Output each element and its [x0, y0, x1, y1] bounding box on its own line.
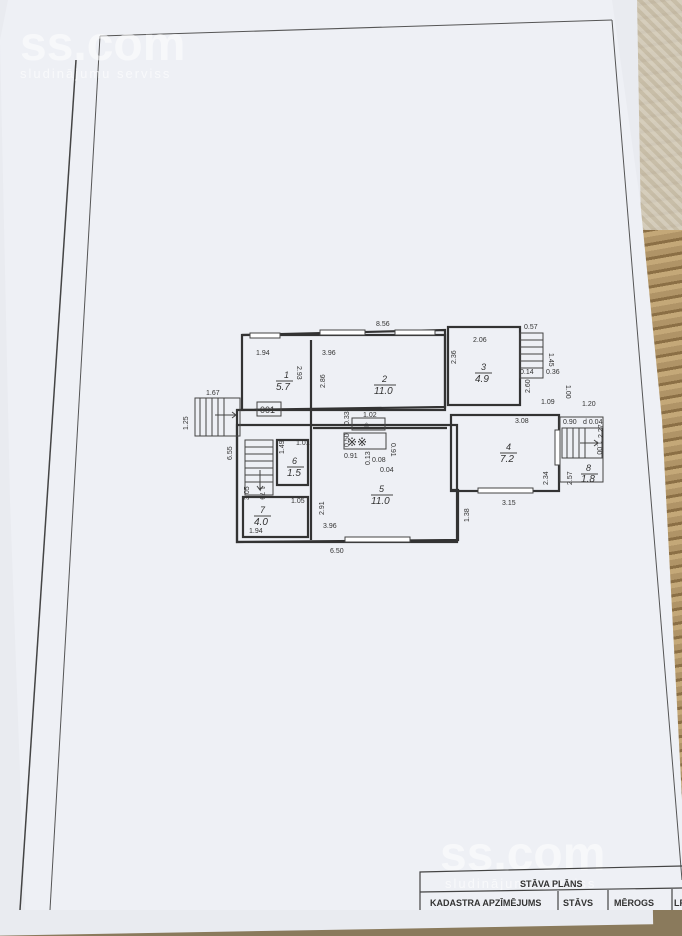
dim-32: 0.13: [365, 451, 372, 465]
room-5-number: 5: [379, 484, 385, 494]
dim-39: 2.91: [319, 501, 326, 515]
title-block-col4: LP: [674, 898, 682, 908]
room-5-area: 11.0: [371, 496, 390, 507]
dim-6: 2.36: [451, 350, 458, 364]
dim-16: d 0.04: [583, 419, 603, 426]
frame-top: [99, 19, 613, 37]
svg-text:⌂: ⌂: [364, 420, 369, 429]
dim-41: 3.96: [323, 523, 337, 530]
title-block-title: STĀVA PLĀNS: [520, 879, 583, 889]
dim-25: 6.55: [227, 446, 234, 460]
room-3-number: 3: [481, 362, 486, 372]
dim-7: 0.57: [524, 324, 538, 331]
svg-text:※※: ※※: [347, 435, 367, 449]
margin-line-outer: [19, 59, 77, 910]
dimension-labels: 8.56 1.94 2.93 3.96 2.86 2.06 2.36 0.57 …: [183, 321, 605, 555]
room-2-area: 11.0: [374, 386, 393, 397]
title-block-col1: KADASTRA APZĪMĒJUMS: [430, 898, 541, 908]
dim-43: 6.50: [330, 548, 344, 555]
room-4-area: 7.2: [500, 454, 514, 465]
title-block-col3: MĒROGS: [614, 898, 654, 908]
margin-line-inner: [49, 35, 101, 910]
window-6: [554, 429, 561, 466]
dim-22: 3.15: [502, 500, 516, 507]
dim-24: 1.25: [183, 416, 190, 430]
dim-36: 3.05: [244, 486, 251, 500]
dim-23: 1.67: [206, 390, 220, 397]
watermark-logo: ss.com: [20, 18, 185, 71]
window-5: [477, 487, 534, 494]
dim-34: 0.91: [389, 443, 396, 457]
room-7-area: 4.0: [254, 517, 268, 528]
window-4: [344, 536, 411, 543]
dim-3: 3.96: [322, 350, 336, 357]
window-2: [319, 329, 366, 336]
dim-35: 0.04: [380, 467, 394, 474]
dim-18: 3.08: [515, 418, 529, 425]
floor-plan: ※※ ⌂ 001 1 5.7 2 11.0 3 4.9 4 7.2 5 11.0…: [183, 321, 605, 555]
room-4-number: 4: [506, 442, 511, 452]
dim-10: 0.14: [520, 369, 534, 376]
dim-21: 2.57: [567, 471, 574, 485]
dim-14: 1.20: [582, 401, 596, 408]
dim-8: 1.45: [547, 353, 554, 367]
watermark-tagline: sludinājumu serviss: [20, 66, 171, 81]
room-3-area: 4.9: [475, 374, 489, 385]
dim-9: 0.36: [546, 369, 560, 376]
stove-icon: ※※ ⌂: [343, 417, 387, 450]
dim-2: 2.93: [295, 366, 302, 380]
dim-40: 1.94: [249, 528, 263, 535]
dim-17: 2.27: [598, 424, 605, 438]
room-7-walls: [241, 495, 310, 539]
dim-26: 1.49: [279, 440, 286, 454]
floor-plan-sheet: ss.com sludinājumu serviss: [0, 0, 682, 910]
dim-30: 0.50: [344, 433, 351, 447]
dim-13: 1.09: [541, 399, 555, 406]
title-block: STĀVA PLĀNS KADASTRA APZĪMĒJUMS STĀVS MĒ…: [419, 865, 682, 910]
room-1-area: 5.7: [276, 382, 290, 393]
dim-27: 1.01: [296, 440, 310, 447]
room-8-area: 1.8: [581, 474, 595, 485]
dim-20: 2.34: [543, 471, 550, 485]
window-1: [249, 332, 281, 339]
stairs-top-right: [519, 332, 544, 379]
stairs-left: [194, 397, 241, 437]
room-8-number: 8: [586, 463, 591, 473]
dim-29: 1.02: [363, 412, 377, 419]
frame-right: [611, 19, 682, 881]
dim-5: 2.06: [473, 337, 487, 344]
dim-38: 1.05: [291, 498, 305, 505]
label-box: [256, 401, 282, 417]
room-6-number: 6: [292, 456, 297, 466]
dim-15: 0.90: [563, 419, 577, 426]
room-2-number: 2: [381, 374, 387, 384]
room-6-walls: [275, 438, 310, 487]
dim-11: 2.60: [525, 379, 532, 393]
dim-12: 1.00: [564, 385, 571, 399]
dim-37: 1.79: [258, 486, 265, 500]
room-7-number: 7: [260, 505, 266, 515]
dim-33: 0.08: [372, 457, 386, 464]
watermark-logo-bottom: ss.com: [440, 828, 605, 881]
paper: [0, 0, 682, 910]
dim-31: 0.91: [344, 453, 358, 460]
dim-top-total: 8.56: [376, 321, 390, 328]
dim-4: 2.86: [320, 374, 327, 388]
stairs-right: [561, 427, 603, 459]
dim-42: 1.38: [464, 508, 471, 522]
dim-28: 0.33: [344, 411, 351, 425]
room-1-number: 1: [284, 370, 289, 380]
dim-19: 1.00: [595, 441, 602, 455]
stairs-inner: [244, 439, 274, 496]
room-6-area: 1.5: [287, 468, 301, 479]
watermark-tagline-bottom: sludinājumu serviss: [445, 876, 596, 891]
plan-label: 001: [260, 405, 275, 415]
title-block-col2: STĀVS: [563, 898, 593, 908]
window-3: [394, 329, 436, 336]
dim-1: 1.94: [256, 350, 270, 357]
